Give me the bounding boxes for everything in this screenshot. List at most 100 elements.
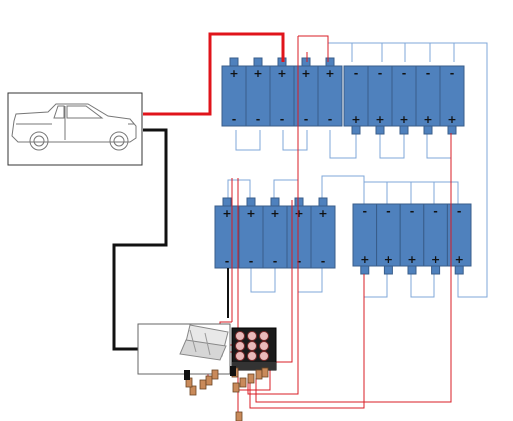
terminal-sign-top: -	[450, 67, 455, 80]
terminal-sign-top: -	[402, 67, 407, 80]
interconnect-wire	[321, 175, 365, 204]
capacitor	[259, 341, 269, 351]
battery-cell: -+	[391, 65, 417, 135]
terminal-sign-bottom: +	[399, 113, 408, 126]
terminal-sign-top: -	[433, 205, 438, 218]
battery-cell: -+	[423, 203, 448, 275]
plug-connector	[255, 369, 263, 380]
terminal-sign-bottom: -	[304, 113, 309, 126]
interconnect-wire	[405, 42, 431, 62]
interconnect-wire	[434, 181, 459, 204]
interconnect-wire	[235, 130, 261, 151]
interconnect-wire	[282, 130, 308, 151]
battery-cell: +-	[286, 197, 312, 269]
connector-plugs	[184, 366, 269, 421]
pickup-truck-icon	[7, 92, 143, 166]
balance-lead	[247, 36, 299, 395]
pack-mid-left: +-+-+-+-+-	[214, 197, 336, 269]
interconnect-wire	[430, 42, 455, 62]
battery-cell: +-	[221, 57, 247, 127]
cell-terminal	[454, 265, 464, 275]
cell-terminal	[270, 197, 280, 207]
interconnect-wire	[227, 179, 251, 200]
battery-cell: -+	[446, 203, 472, 275]
main-positive-cable	[143, 32, 285, 116]
cell-terminal	[431, 265, 441, 275]
terminal-sign-bottom: +	[351, 113, 360, 126]
terminal-sign-top: +	[301, 67, 310, 80]
terminal-sign-bottom: -	[273, 255, 278, 268]
cell-terminal	[360, 265, 370, 275]
terminal-sign-bottom: -	[249, 255, 254, 268]
interconnect-wire	[410, 274, 435, 298]
plug-connector	[189, 385, 197, 396]
terminal-sign-bottom: +	[360, 253, 369, 266]
terminal-sign-top: -	[457, 205, 462, 218]
battery-cell: +-	[245, 57, 271, 127]
cell-terminal	[301, 57, 311, 67]
capacitor	[259, 351, 269, 361]
terminal-sign-top: -	[410, 205, 415, 218]
cell-terminal	[407, 265, 417, 275]
capacitor	[259, 331, 269, 341]
pack-top-left: +-+-+-+-+-	[221, 57, 343, 127]
interconnect-wire	[379, 133, 405, 159]
cell-terminal	[447, 125, 457, 135]
plug-connector	[184, 370, 190, 380]
plug-connector	[232, 382, 240, 393]
terminal-sign-bottom: -	[225, 255, 230, 268]
capacitor	[247, 331, 257, 341]
terminal-sign-bottom: +	[407, 253, 416, 266]
plug-connector	[261, 367, 269, 378]
terminal-sign-top: -	[354, 67, 359, 80]
plug-connector	[235, 411, 243, 421]
pack-top-right: -+-+-+-+-+	[343, 65, 465, 135]
battery-cell: -+	[352, 203, 378, 275]
terminal-sign-bottom: -	[297, 255, 302, 268]
terminal-sign-top: +	[277, 67, 286, 80]
interconnect-wire	[250, 268, 276, 293]
battery-cell: +-	[310, 197, 336, 269]
capacitor	[247, 351, 257, 361]
terminal-sign-top: -	[363, 205, 368, 218]
plug-connector	[199, 379, 207, 390]
cell-terminal	[351, 125, 361, 135]
cell-terminal	[399, 125, 409, 135]
battery-cell: -+	[415, 65, 441, 135]
terminal-sign-bottom: -	[328, 113, 333, 126]
plug-connector	[205, 375, 213, 386]
interconnect-wire	[352, 42, 383, 62]
plug-connector	[230, 366, 236, 376]
terminal-sign-top: +	[222, 207, 231, 220]
terminal-sign-bottom: +	[431, 253, 440, 266]
cell-terminal	[318, 197, 328, 207]
capacitor	[235, 331, 245, 341]
terminal-sign-top: +	[253, 67, 262, 80]
interconnect-wire	[297, 268, 323, 293]
terminal-sign-bottom: +	[375, 113, 384, 126]
cell-terminal	[325, 57, 335, 67]
terminal-sign-top: +	[270, 207, 279, 220]
terminal-sign-bottom: +	[384, 253, 393, 266]
cell-terminal	[423, 125, 433, 135]
battery-cell: -+	[343, 65, 369, 135]
battery-cell: +-	[238, 197, 264, 269]
terminal-sign-top: +	[229, 67, 238, 80]
cell-terminal	[253, 57, 263, 67]
terminal-sign-bottom: +	[455, 253, 464, 266]
capacitor	[235, 351, 245, 361]
battery-cell: +-	[262, 197, 288, 269]
balance-lead	[236, 370, 271, 391]
battery-packs: +-+-+-+-+--+-+-+-+-++-+-+-+-+--+-+-+-+-+	[214, 57, 472, 275]
cell-terminal	[383, 265, 393, 275]
bms-board-icon	[137, 323, 231, 375]
interconnect-wire	[329, 130, 357, 159]
capacitor	[247, 341, 257, 351]
battery-cell: +-	[317, 57, 343, 127]
interconnect-wire	[363, 274, 388, 298]
plug-connector	[239, 377, 247, 388]
pack-mid-right: -+-+-+-+-+	[352, 203, 472, 275]
terminal-sign-top: -	[386, 205, 391, 218]
terminal-sign-bottom: -	[280, 113, 285, 126]
